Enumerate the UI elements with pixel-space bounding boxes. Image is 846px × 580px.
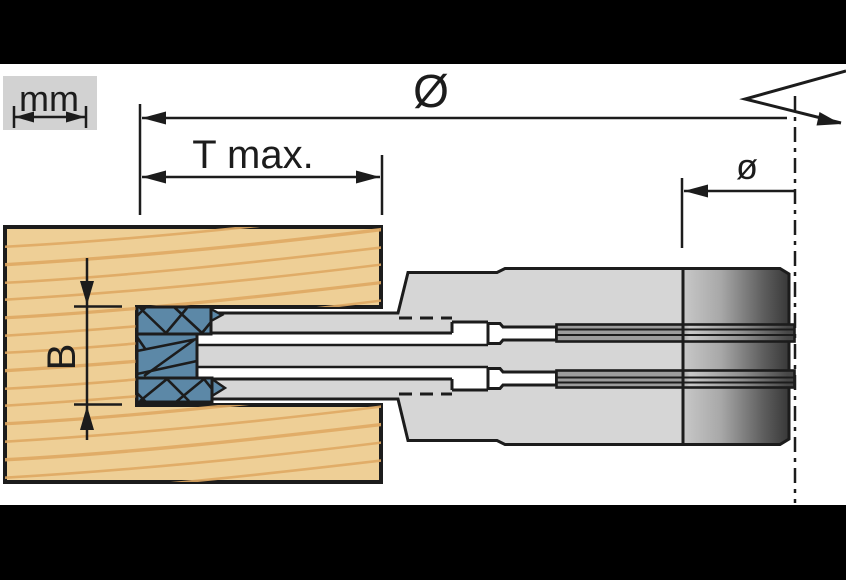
lower-threaded-rod [555,369,796,389]
unit-arrow-right [66,111,85,123]
dim-outer-diameter: Ø [138,65,846,215]
upper-threaded-rod [555,323,796,343]
cutter-hatch-pattern [135,306,214,404]
cutter-head [135,305,228,404]
unit-label: mm [19,78,79,119]
cutting-depth-label: T max. [192,133,314,177]
dimension-annotations: mm Ø T max. ø [3,65,846,440]
width-arrow-down [80,281,94,305]
unit-arrow-left [15,111,34,123]
hub-diameter-label: ø [736,146,758,187]
letterbox-top [0,0,846,64]
upper-screw-cavity [486,322,558,345]
tool-body-silhouette [211,268,789,445]
lower-screw-cavity [486,367,558,390]
dim-cutting-depth: T max. [142,133,384,215]
outer-diameter-label: Ø [413,65,449,117]
letterbox-bottom [0,505,846,580]
hub-arrow-left [684,184,708,198]
groove-cutter-tool [135,267,796,446]
groove-width-label: B [40,344,84,371]
dim-groove-width: B [40,258,122,440]
depth-arrow-left [142,170,166,184]
unit-legend: mm [3,76,97,130]
outer-diameter-arrow-left [142,111,166,125]
dim-hub-diameter: ø [680,146,795,248]
width-arrow-up [80,406,94,430]
tool-body-outline [209,267,791,446]
tool-line-work [195,268,685,444]
hub-shaded-section [684,268,789,445]
unit-legend-box [3,76,97,130]
middle-spacer-bar [195,345,488,367]
outer-diameter-break-arrow [739,69,846,125]
depth-arrow-right [356,170,380,184]
outer-diameter-arrow-right [816,112,841,126]
